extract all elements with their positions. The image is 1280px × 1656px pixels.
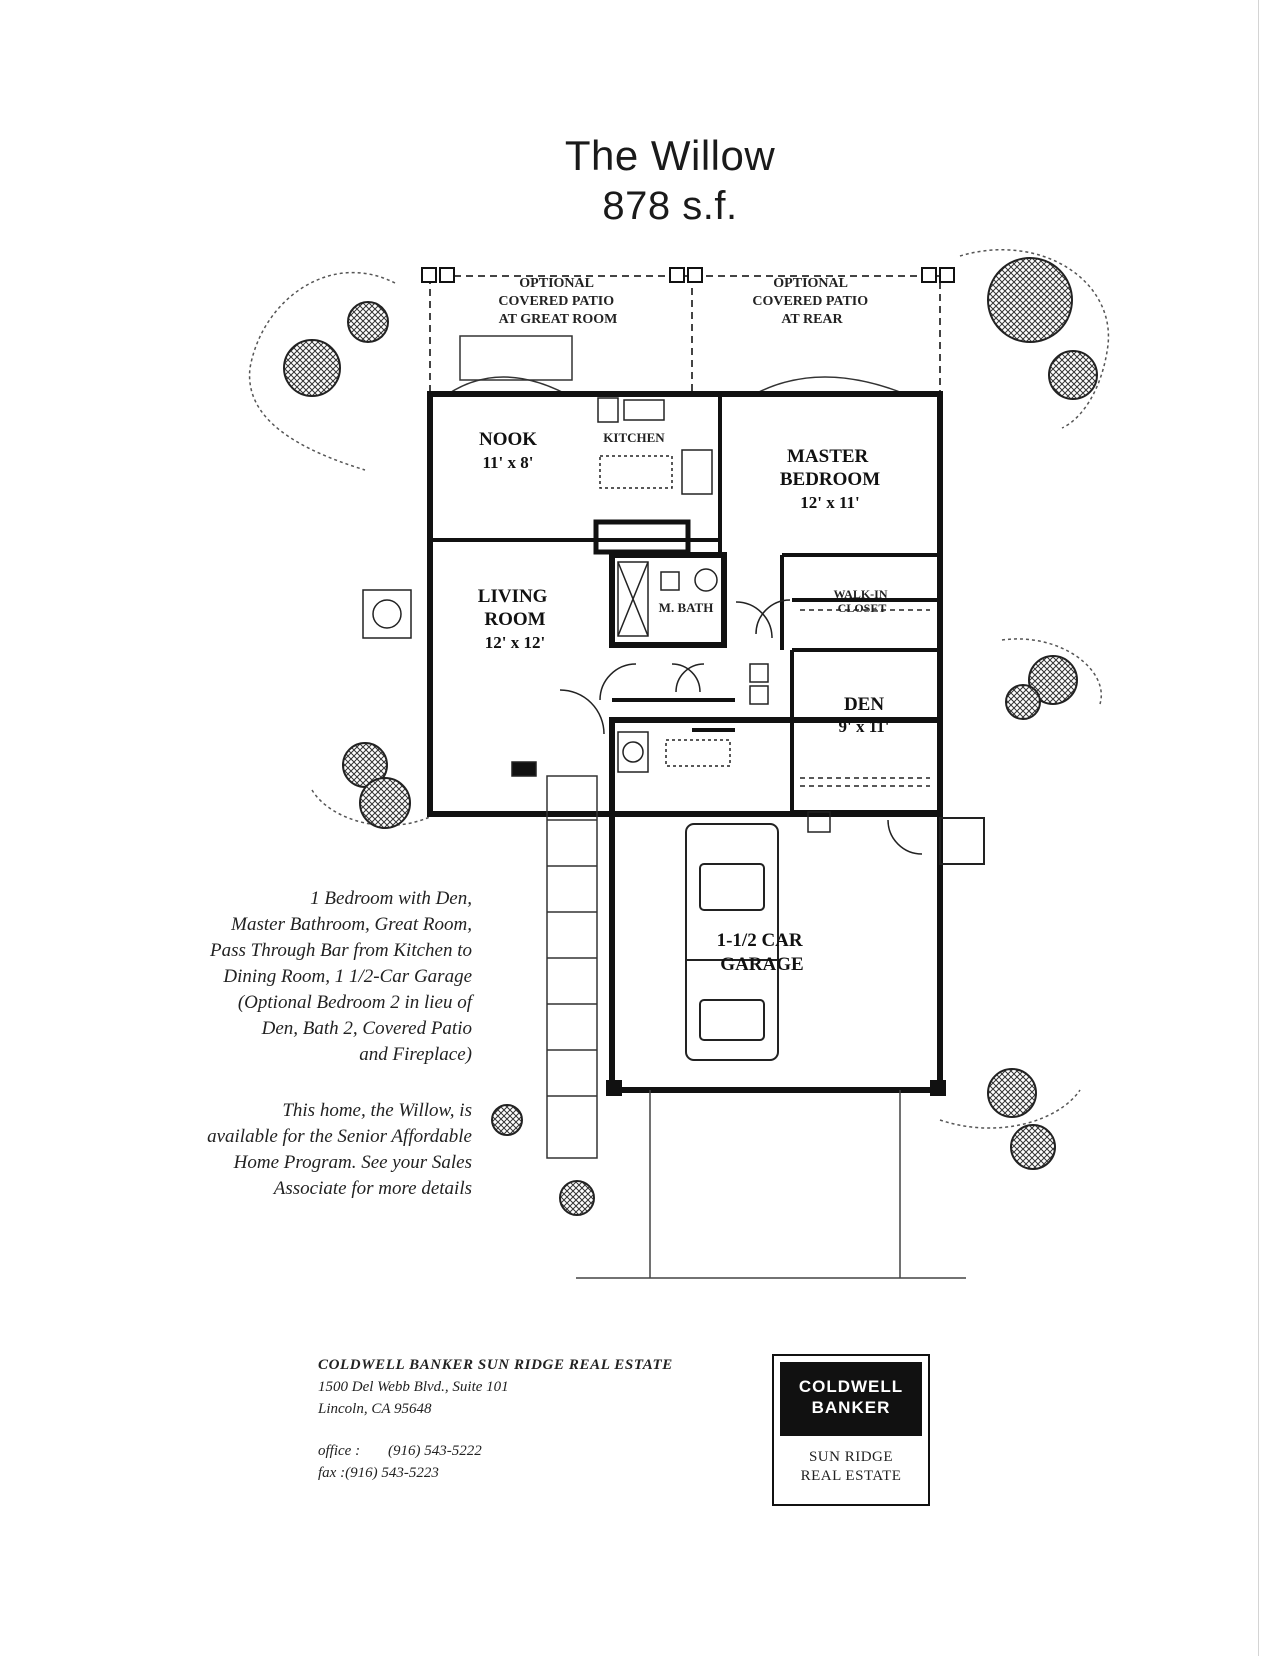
features-line: Pass Through Bar from Kitchen to (210, 940, 472, 961)
program-availability-text: This home, the Willow, is available for … (100, 1098, 472, 1202)
master-bath-walls (609, 552, 727, 648)
master-bedroom-dimensions: 12' x 11' (800, 493, 860, 512)
agency-office-phone-row: office : (916) 543-5222 (318, 1440, 758, 1462)
logo-subtitle-line: SUN RIDGE (808, 1449, 894, 1465)
den-dimensions: 9' x 11' (838, 717, 889, 736)
nook-label: NOOK (479, 429, 537, 450)
fax-phone: (916) 543-5223 (345, 1465, 439, 1481)
features-line: Master Bathroom, Great Room, (231, 914, 472, 935)
driveway (576, 1090, 966, 1279)
master-bedroom-label: MASTER BEDROOM (780, 446, 880, 490)
landscaping (248, 248, 1110, 1129)
office-phone: (916) 543-5222 (388, 1443, 482, 1459)
agency-name: COLDWELL BANKER SUN RIDGE REAL ESTATE (318, 1357, 673, 1373)
logo-subtitle: SUN RIDGE REAL ESTATE (778, 1448, 924, 1486)
patio-furniture (447, 335, 906, 395)
exterior-ac-unit (939, 817, 985, 865)
logo-brand-line: BANKER (811, 1398, 891, 1417)
patio-rear-label: OPTIONAL COVERED PATIO AT REAR (752, 276, 871, 327)
living-room-label: LIVING ROOM (478, 586, 552, 630)
patio-great-room-label: OPTIONAL COVERED PATIO AT GREAT ROOM (498, 276, 617, 327)
agency-address-line-2: Lincoln, CA 95648 (318, 1401, 432, 1417)
patio-posts (421, 267, 955, 283)
home-features-text: 1 Bedroom with Den, Master Bathroom, Gre… (100, 886, 472, 1068)
features-line: 1 Bedroom with Den, (310, 888, 472, 909)
kitchen-label: KITCHEN (603, 430, 665, 445)
living-room-dimensions: 12' x 12' (485, 633, 545, 652)
shrubs (283, 257, 1098, 1216)
program-line: This home, the Willow, is (282, 1100, 472, 1121)
features-line: Den, Bath 2, Covered Patio (261, 1018, 472, 1039)
nook-dimensions: 11' x 8' (482, 453, 533, 472)
fixtures (362, 397, 930, 833)
kitchen-counter (593, 519, 691, 555)
program-line: Home Program. See your Sales (233, 1152, 472, 1173)
features-line: (Optional Bedroom 2 in lieu of (237, 992, 472, 1013)
page-edge-line (1258, 0, 1259, 1656)
garage-pillars (606, 1080, 946, 1096)
features-line: and Fireplace) (359, 1044, 472, 1065)
agency-fax-row: fax :(916) 543-5223 (318, 1462, 758, 1484)
plan-title: The Willow (564, 132, 776, 179)
agency-address-line-1: 1500 Del Webb Blvd., Suite 101 (318, 1379, 509, 1395)
walk-in-closet-label: WALK-IN CLOSET (833, 587, 890, 615)
exterior-walls (427, 391, 943, 1093)
master-bath-label: M. BATH (659, 600, 714, 615)
program-line: Associate for more details (273, 1178, 472, 1199)
den-label: DEN (844, 694, 884, 715)
features-line: Dining Room, 1 1/2-Car Garage (223, 966, 472, 987)
coldwell-banker-logo: COLDWELL BANKER SUN RIDGE REAL ESTATE (772, 1354, 930, 1506)
logo-subtitle-line: REAL ESTATE (800, 1468, 902, 1484)
plan-square-footage: 878 s.f. (602, 184, 738, 228)
garage-label: 1-1/2 CAR GARAGE (717, 930, 808, 975)
door-swings (559, 599, 923, 855)
office-label: office : (318, 1443, 361, 1459)
logo-brand-mark: COLDWELL BANKER (780, 1362, 922, 1436)
program-line: available for the Senior Affordable (207, 1126, 472, 1147)
logo-brand-line: COLDWELL (798, 1377, 904, 1396)
agency-contact-block: COLDWELL BANKER SUN RIDGE REAL ESTATE 15… (318, 1354, 758, 1484)
front-walkway (546, 775, 598, 1159)
fax-label: fax : (318, 1465, 346, 1481)
garage-car (685, 823, 779, 1061)
